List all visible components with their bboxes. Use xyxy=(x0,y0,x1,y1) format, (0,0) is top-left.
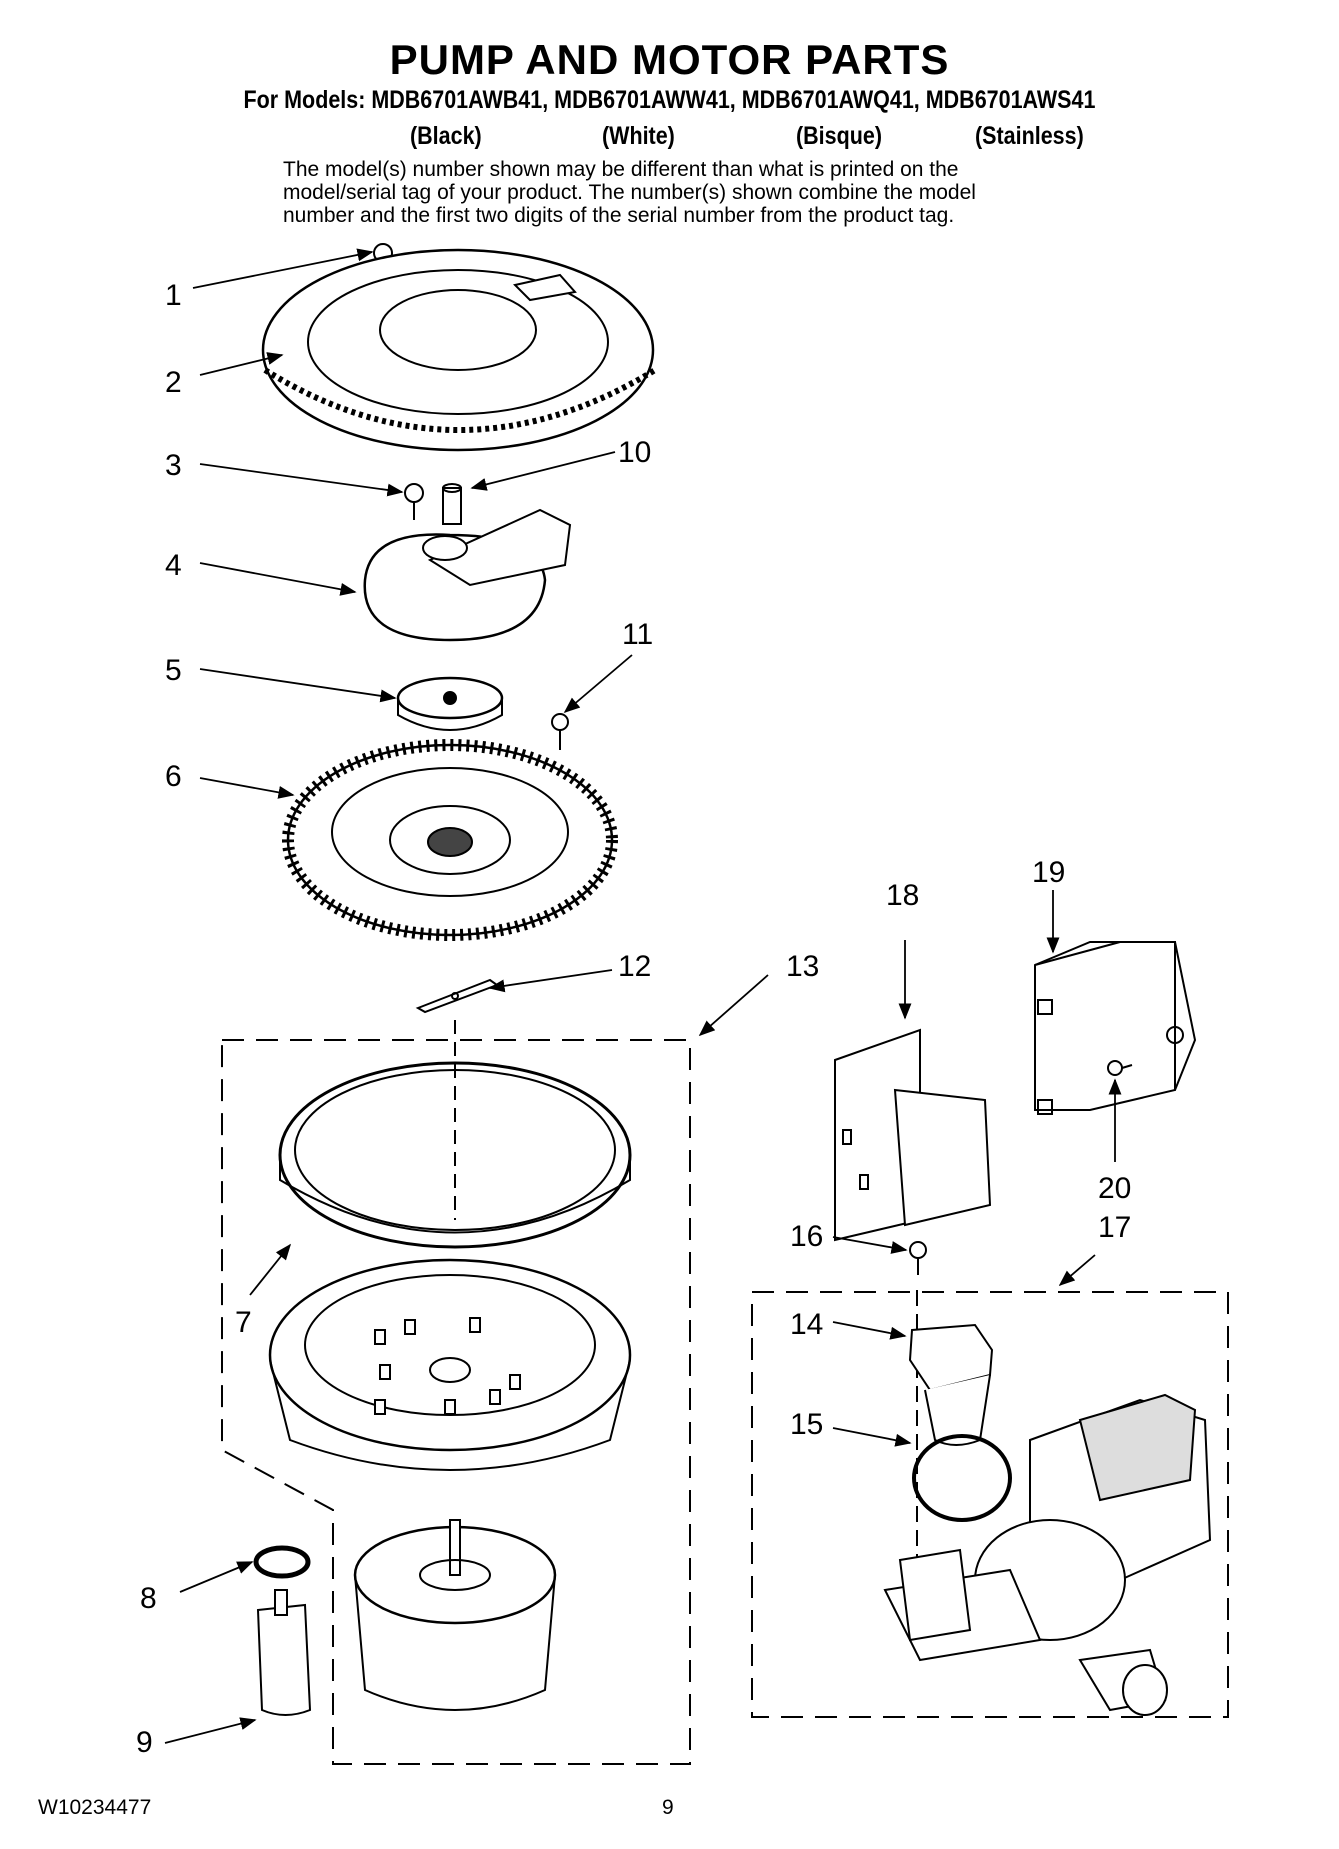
callout-13: 13 xyxy=(786,950,819,983)
part-5-impeller xyxy=(396,676,504,731)
callout-9: 9 xyxy=(136,1726,153,1759)
callout-14: 14 xyxy=(790,1308,823,1341)
callout-2: 2 xyxy=(165,366,182,399)
model-note: The model(s) number shown may be differe… xyxy=(283,158,1143,227)
part-17-drain-pump xyxy=(883,1393,1212,1716)
part-18-bracket xyxy=(834,1028,992,1242)
callout-11: 11 xyxy=(622,618,653,651)
color-white: (White) xyxy=(602,122,675,150)
part-13-base xyxy=(268,1258,632,1471)
callout-18: 18 xyxy=(886,879,919,912)
part-6-filter-housing xyxy=(282,739,618,941)
part-14-adapter xyxy=(908,1323,994,1446)
part-13-group-outline xyxy=(221,1039,691,1765)
part-15-o-ring xyxy=(912,1434,1012,1522)
part-4-housing xyxy=(363,508,572,642)
callout-1: 1 xyxy=(165,279,182,312)
part-16-screw xyxy=(909,1241,927,1275)
motor xyxy=(353,1519,557,1711)
callout-4: 4 xyxy=(165,549,182,582)
part-9-plug xyxy=(256,1589,312,1716)
part-3-screw xyxy=(404,483,424,520)
page-number: 9 xyxy=(662,1796,674,1819)
part-7-seal-ring xyxy=(278,1061,632,1249)
models-line: For Models: MDB6701AWB41, MDB6701AWW41, … xyxy=(243,86,1096,114)
part-20-screw xyxy=(1107,1060,1133,1076)
callout-7: 7 xyxy=(235,1306,252,1339)
callout-12: 12 xyxy=(618,950,651,983)
callout-19: 19 xyxy=(1032,856,1065,889)
part-11-screw xyxy=(551,713,569,750)
callout-20: 20 xyxy=(1098,1172,1131,1205)
callout-numbers: 1 2 3 4 5 6 7 8 9 10 11 12 13 14 15 16 1… xyxy=(136,279,1131,1759)
callout-16: 16 xyxy=(790,1220,823,1253)
callout-17: 17 xyxy=(1098,1211,1131,1244)
callout-3: 3 xyxy=(165,449,182,482)
color-bisque: (Bisque) xyxy=(796,122,882,150)
callout-10: 10 xyxy=(618,436,651,469)
page-title: PUMP AND MOTOR PARTS xyxy=(389,36,950,83)
model-note-line-2: model/serial tag of your product. The nu… xyxy=(283,181,976,204)
model-note-line-1: The model(s) number shown may be differe… xyxy=(283,158,959,181)
model-note-line-3: number and the first two digits of the s… xyxy=(283,204,955,227)
callout-8: 8 xyxy=(140,1582,157,1615)
callout-6: 6 xyxy=(165,760,182,793)
callout-5: 5 xyxy=(165,654,182,687)
doc-number: W10234477 xyxy=(38,1796,152,1819)
callout-leaders xyxy=(164,248,1122,1744)
part-8-o-ring xyxy=(253,1545,311,1579)
part-2-cover-plate xyxy=(261,248,657,452)
part-19-box xyxy=(1034,941,1197,1115)
part-17-group-outline xyxy=(751,1291,1229,1718)
color-black: (Black) xyxy=(410,122,482,150)
callout-15: 15 xyxy=(790,1408,823,1441)
color-stainless: (Stainless) xyxy=(975,122,1084,150)
part-10-pin xyxy=(442,483,462,525)
part-12-gasket xyxy=(415,978,500,1014)
